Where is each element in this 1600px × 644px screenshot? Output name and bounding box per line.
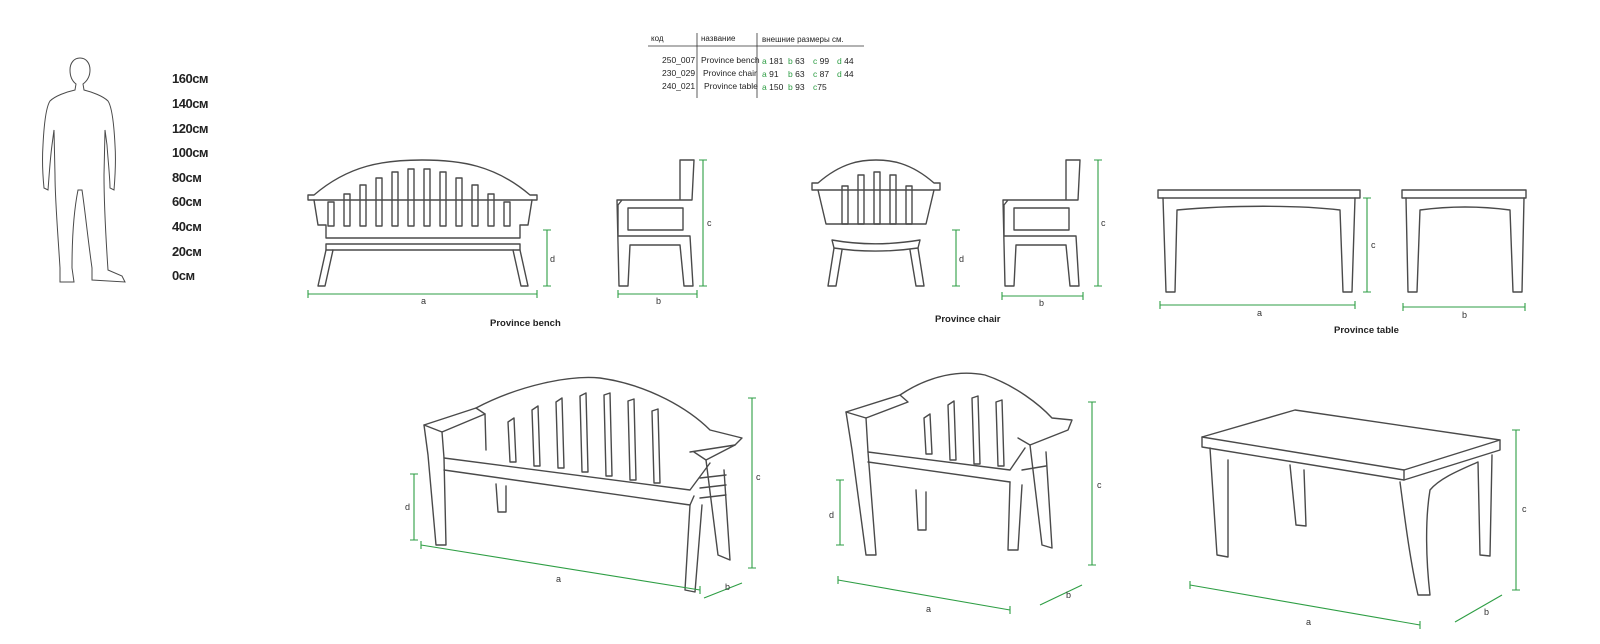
svg-text:c75: c75 <box>813 82 827 92</box>
scale-label: 40см <box>172 219 201 234</box>
text-label: c <box>813 82 818 92</box>
text-label: c <box>813 69 818 79</box>
svg-text:a 91: a 91 <box>762 69 779 79</box>
text-label: b <box>788 56 793 66</box>
dim-label-b: b <box>1462 310 1467 320</box>
text-label: 93 <box>795 82 805 92</box>
table-cell-name: Province table <box>704 81 758 91</box>
chair-side-view: b c <box>1001 159 1106 308</box>
text-label: 44 <box>844 69 854 79</box>
table-header-dims: внешние размеры см. <box>762 35 844 44</box>
svg-text:a 181: a 181 <box>762 56 784 66</box>
dim-label-b: b <box>1484 607 1489 617</box>
dim-label-b: b <box>1066 590 1071 600</box>
dim-label-a: a <box>556 574 561 584</box>
text-label: 63 <box>795 69 805 79</box>
dim-label-a: a <box>1306 617 1311 627</box>
dim-label-c: c <box>1101 218 1106 228</box>
dim-label-c: c <box>1522 504 1527 514</box>
svg-text:b 63: b 63 <box>788 69 805 79</box>
caption-table: Province table <box>1334 325 1399 336</box>
text-label: 75 <box>817 82 827 92</box>
svg-text:d 44: d 44 <box>837 69 854 79</box>
table-header-name: название <box>701 34 736 43</box>
scale-label: 60см <box>172 194 201 209</box>
scale-label: 20см <box>172 244 201 259</box>
dim-label-c: c <box>707 218 712 228</box>
table-cell-code: 230_029 <box>662 68 695 78</box>
bench-side-view: b c <box>616 159 712 306</box>
scale-label: 80см <box>172 170 201 185</box>
text-label: 44 <box>844 56 854 66</box>
text-label: a <box>762 82 767 92</box>
text-label: d <box>837 56 842 66</box>
bench-front-view: a d Province bench <box>307 159 561 329</box>
bench-isometric-view: a b c d <box>405 376 761 599</box>
dim-label-d: d <box>959 254 964 264</box>
svg-text:c 99: c 99 <box>813 56 829 66</box>
table-isometric-view: a b c <box>1189 409 1527 629</box>
table-cell-name: Province chair <box>703 68 757 78</box>
dim-label-d: d <box>405 502 410 512</box>
text-label: a <box>762 69 767 79</box>
table-front-view: a c Province table <box>1157 189 1399 336</box>
spec-table: код название внешние размеры см. 250_007… <box>648 33 864 98</box>
chair-isometric-view: a b c d <box>829 372 1102 614</box>
caption-chair: Province chair <box>935 314 1001 325</box>
scale-label: 160см <box>172 71 208 86</box>
table-cell-code: 240_021 <box>662 81 695 91</box>
text-label: b <box>788 69 793 79</box>
text-label: b <box>788 82 793 92</box>
dim-label-b: b <box>725 582 730 592</box>
human-silhouette-icon <box>42 57 126 283</box>
svg-text:b 93: b 93 <box>788 82 805 92</box>
table-side-view: b <box>1401 189 1527 320</box>
text-label: 181 <box>769 56 783 66</box>
dim-label-d: d <box>829 510 834 520</box>
dim-label-c: c <box>1371 240 1376 250</box>
height-scale: 160см 140см 120см 100см 80см 60см 40см 2… <box>172 71 209 283</box>
table-header-code: код <box>651 34 664 43</box>
text-label: d <box>837 69 842 79</box>
dim-label-a: a <box>421 296 426 306</box>
text-label: 63 <box>795 56 805 66</box>
scale-label: 0см <box>172 268 195 283</box>
svg-text:c 87: c 87 <box>813 69 829 79</box>
text-label: a <box>762 56 767 66</box>
svg-text:a 150: a 150 <box>762 82 784 92</box>
dim-label-a: a <box>1257 308 1262 318</box>
chair-front-view: d Province chair <box>811 159 1001 325</box>
scale-label: 120см <box>172 121 208 136</box>
text-label: 150 <box>769 82 783 92</box>
dim-label-d: d <box>550 254 555 264</box>
dim-label-c: c <box>1097 480 1102 490</box>
dim-label-a: a <box>926 604 931 614</box>
text-label: 87 <box>820 69 830 79</box>
svg-text:d 44: d 44 <box>837 56 854 66</box>
text-label: c <box>813 56 818 66</box>
table-cell-code: 250_007 <box>662 55 695 65</box>
table-cell-name: Province bench <box>701 55 760 65</box>
caption-bench: Province bench <box>490 318 561 329</box>
dim-label-b: b <box>1039 298 1044 308</box>
dim-label-b: b <box>656 296 661 306</box>
text-label: 99 <box>820 56 830 66</box>
text-label: 91 <box>769 69 779 79</box>
dim-label-c: c <box>756 472 761 482</box>
svg-text:b 63: b 63 <box>788 56 805 66</box>
scale-label: 140см <box>172 96 208 111</box>
scale-label: 100см <box>172 145 208 160</box>
